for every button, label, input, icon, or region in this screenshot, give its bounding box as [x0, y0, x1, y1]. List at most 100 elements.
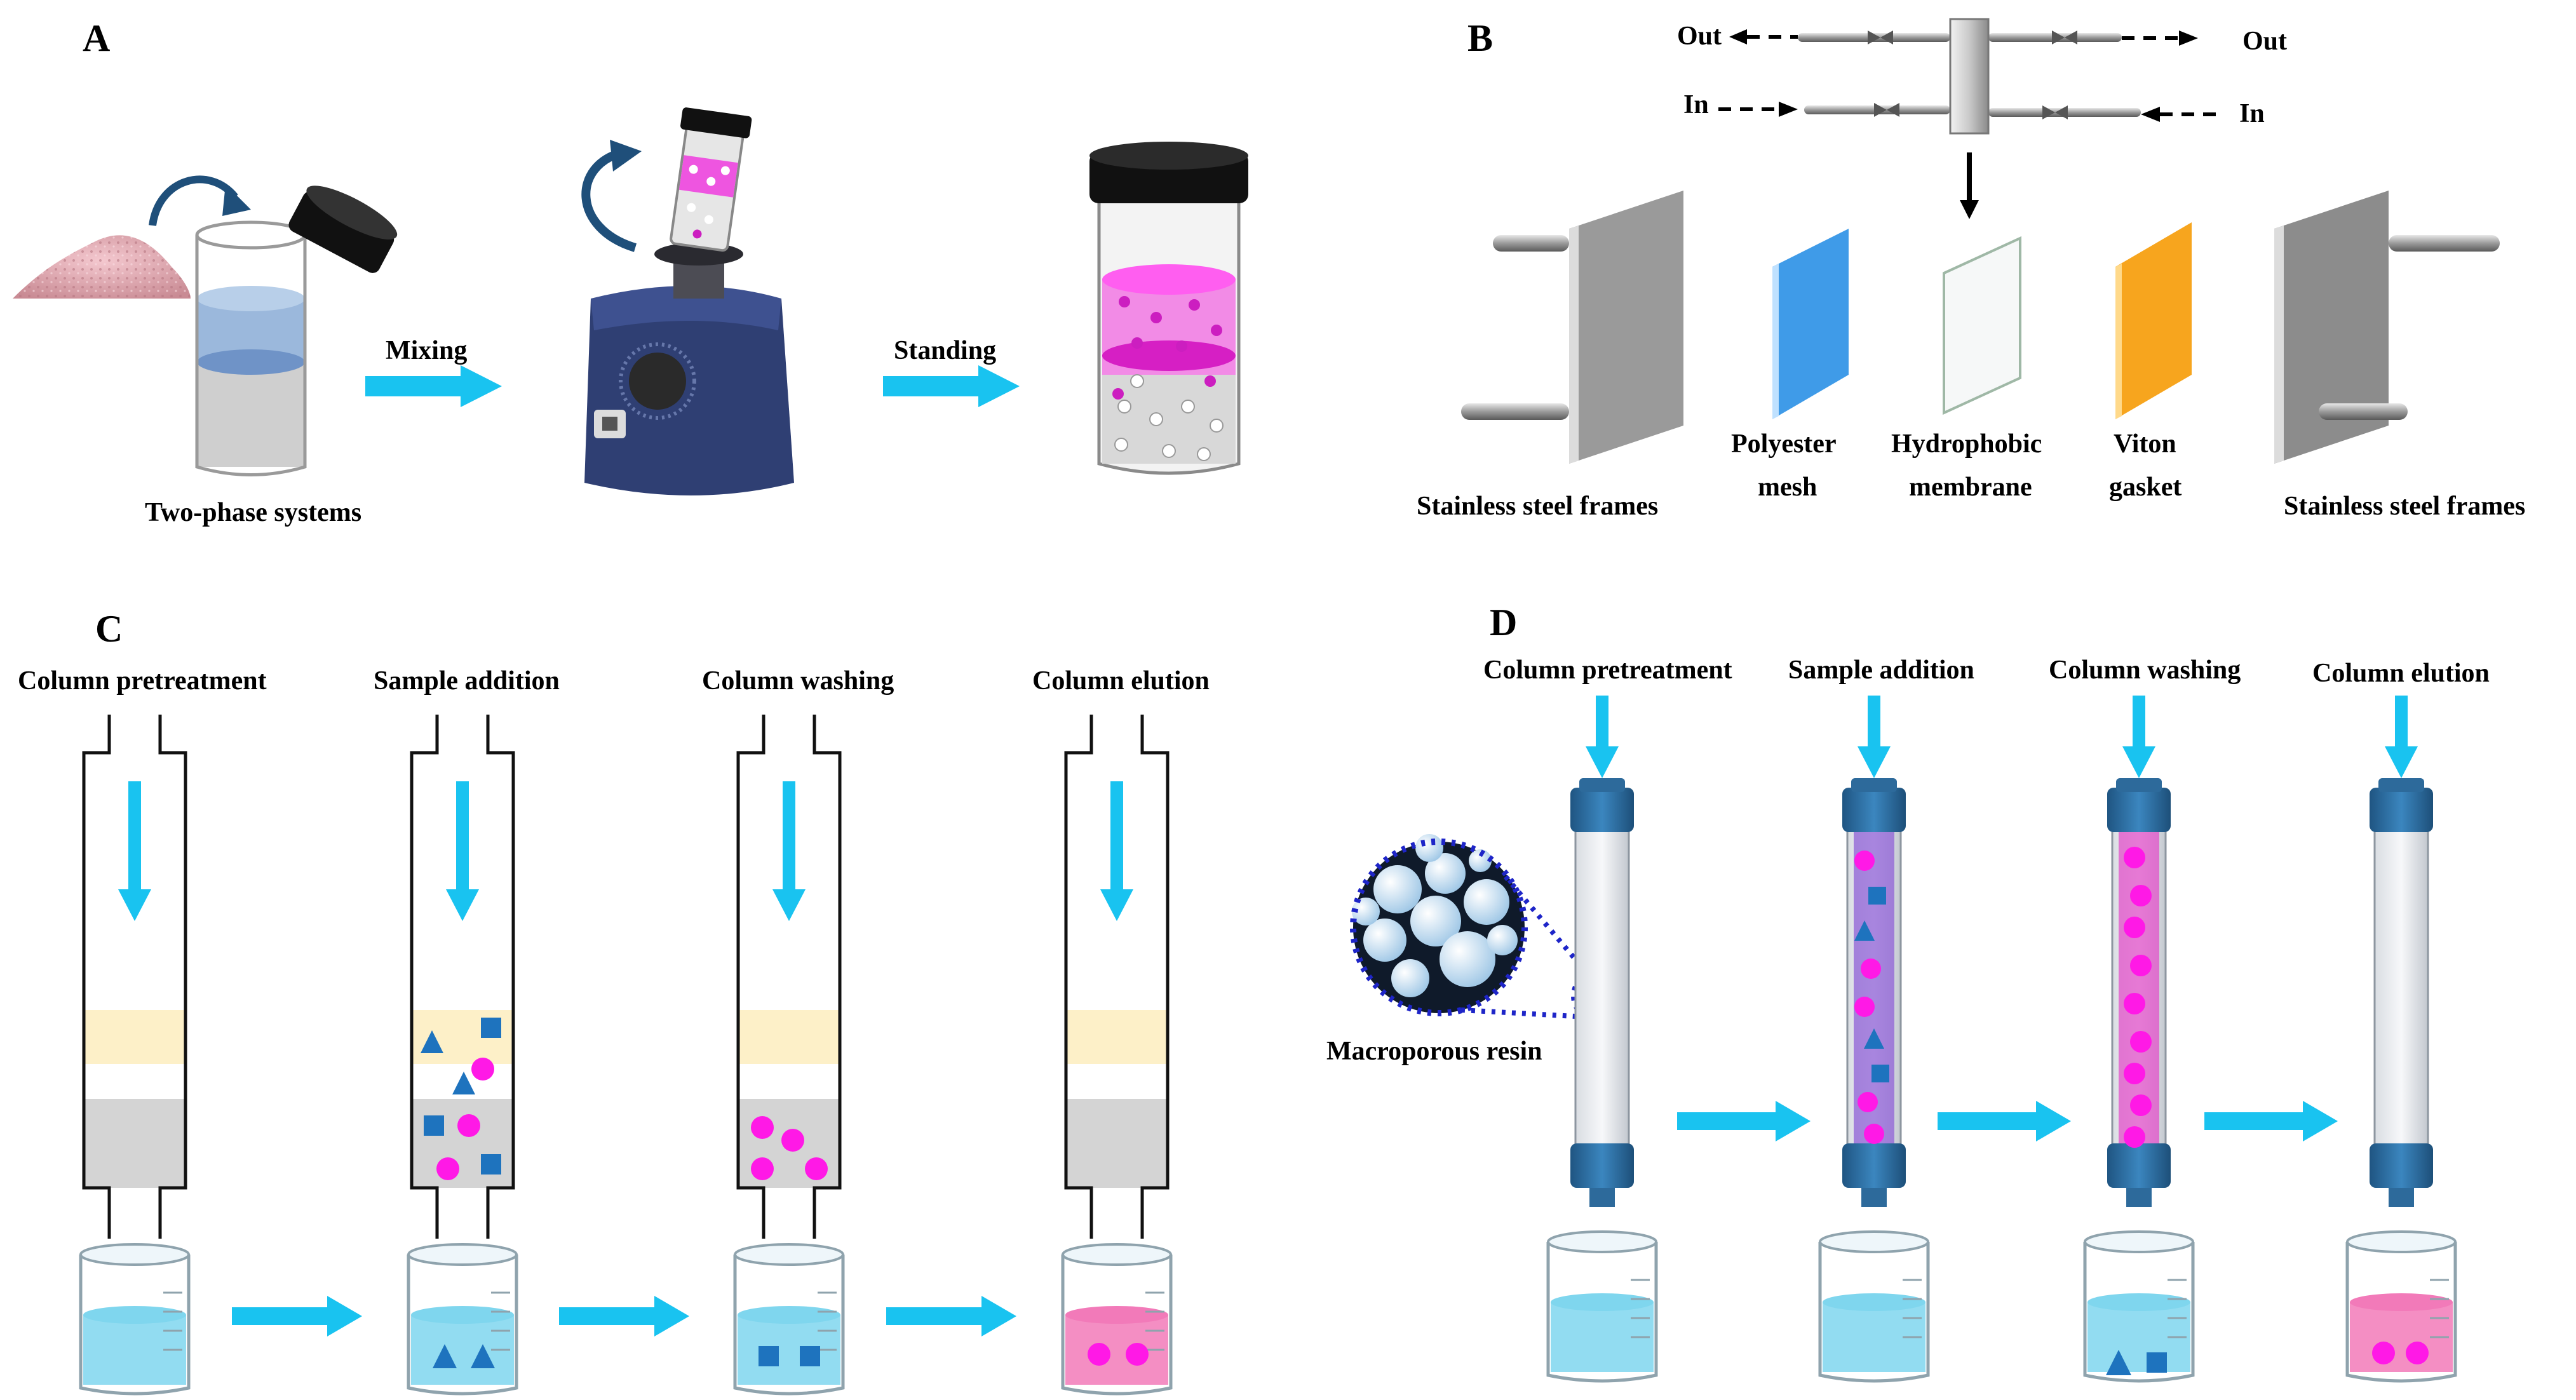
in-left-arrow-icon: [1779, 102, 1798, 117]
collection-beaker-1: [79, 1243, 191, 1396]
feed-arrow-icon: [2122, 696, 2155, 778]
d-collection-beaker-4: [2345, 1230, 2457, 1383]
blue-square: [2147, 1352, 2167, 1373]
d-step-label-pretreatment: Column pretreatment: [1483, 656, 1732, 685]
c-flow-arrows: [232, 1296, 1016, 1336]
c-step-label-washing: Column washing: [702, 666, 894, 696]
collection-beaker-4: [1061, 1243, 1173, 1396]
magenta-dot: [471, 1058, 494, 1080]
blue-triangle: [1854, 920, 1875, 941]
blue-square: [481, 1018, 501, 1038]
magenta-dot: [805, 1157, 828, 1180]
c-step-label-elution: Column elution: [1032, 666, 1210, 696]
magenta-dot: [2130, 955, 2152, 976]
two-phase-beaker: [195, 220, 307, 476]
rotation-arrowhead-icon: [610, 140, 642, 172]
column-3-analytes: [2124, 847, 2152, 1148]
steel-frame-left: [1461, 191, 1683, 464]
flow-down-arrow-icon: [118, 781, 151, 921]
resin-column-1: [1570, 696, 1634, 1207]
label-viton-line2: gasket: [2109, 473, 2182, 502]
label-polyester-line1: Polyester: [1731, 429, 1837, 459]
label-out-left: Out: [1677, 22, 1722, 51]
column-2-analytes: [1854, 851, 1889, 1144]
label-two-phase-systems: Two-phase systems: [145, 498, 361, 527]
magenta-dot: [2124, 1126, 2145, 1148]
label-out-right: Out: [2242, 27, 2287, 56]
down-arrow-icon: [1960, 200, 1979, 219]
viton-gasket: [2115, 222, 2192, 419]
panel-b-letter: B: [1467, 17, 1493, 59]
feed-arrow-icon: [1586, 696, 1619, 778]
d-step-label-washing: Column washing: [2049, 656, 2241, 685]
magenta-dot: [2406, 1342, 2429, 1364]
collection-beaker-2: [407, 1243, 518, 1396]
label-standing: Standing: [894, 336, 996, 365]
panel-d: D Column pretreatment Sample addition Co…: [1326, 602, 2490, 1066]
d-collection-beaker-3: [2083, 1230, 2195, 1383]
d-step-arrow-icon-1: [1677, 1101, 1811, 1141]
hydrophobic-membrane: [1943, 236, 2021, 415]
beaker-3-contents: [759, 1346, 820, 1366]
settled-vial: [1089, 142, 1248, 475]
flow-down-arrow-icon: [772, 781, 806, 921]
label-mixing: Mixing: [386, 336, 467, 365]
beaker-4-contents: [1088, 1343, 1149, 1366]
blue-triangle: [1864, 1028, 1884, 1049]
magenta-dot: [1854, 851, 1875, 871]
collection-beaker-3: [733, 1243, 845, 1396]
panel-b: B Out Out In In: [1417, 17, 2525, 521]
flow-down-arrow-icon: [1100, 781, 1133, 921]
c-step-label-pretreatment: Column pretreatment: [18, 666, 267, 696]
label-steel-frame-right: Stainless steel frames: [2284, 492, 2525, 521]
feed-arrow-icon: [1858, 696, 1891, 778]
magenta-dot: [2130, 1094, 2152, 1116]
step-arrow-icon-2: [559, 1296, 689, 1336]
blue-triangle: [471, 1344, 495, 1368]
panel-c-letter: C: [95, 608, 123, 650]
c-step-label-sample: Sample addition: [374, 666, 560, 696]
spe-cartridge-3: [736, 715, 842, 1239]
blue-square: [1868, 887, 1886, 905]
magenta-dot: [751, 1116, 774, 1139]
step-arrow-icon-1: [232, 1296, 362, 1336]
feed-arrow-icon: [2385, 696, 2418, 778]
standing-arrow-icon: [883, 365, 1020, 407]
d-collection-beaker-2: [1818, 1230, 1930, 1383]
out-left-arrow-icon: [1729, 29, 1747, 44]
magenta-dot: [2124, 847, 2145, 868]
d-step-arrow-icon-3: [2204, 1101, 2338, 1141]
label-steel-frame-left: Stainless steel frames: [1417, 492, 1658, 521]
d-step-label-sample: Sample addition: [1788, 656, 1974, 685]
arrowhead-icon: [222, 184, 251, 216]
d-collection-beaker-1: [1546, 1230, 1658, 1383]
blue-triangle: [433, 1344, 457, 1368]
spe-cartridge-1: [82, 715, 187, 1239]
label-macroporous-resin: Macroporous resin: [1326, 1037, 1542, 1066]
d-beakers: [1546, 1230, 2457, 1383]
magenta-dot: [751, 1157, 774, 1180]
d-step-label-elution: Column elution: [2312, 659, 2490, 688]
resin-column-4: [2370, 696, 2433, 1207]
blue-square: [481, 1154, 501, 1175]
step-arrow-icon-3: [886, 1296, 1016, 1336]
blue-triangle: [452, 1072, 475, 1094]
magenta-dot: [436, 1157, 459, 1180]
c-cartridges: [82, 715, 1170, 1239]
polyester-mesh: [1772, 229, 1849, 419]
resin-magnifier: [1350, 834, 1624, 1023]
blue-square: [424, 1115, 444, 1136]
c-beakers: [79, 1243, 1173, 1396]
steel-frame-right: [2274, 191, 2500, 464]
blue-square: [759, 1346, 779, 1366]
magenta-dot: [781, 1129, 804, 1152]
blue-triangle: [421, 1030, 443, 1053]
out-right-arrow-icon: [2179, 30, 2198, 46]
washing-analytes: [751, 1116, 828, 1180]
magenta-dot: [1864, 1124, 1884, 1144]
magenta-dot: [2124, 917, 2145, 938]
label-in-right: In: [2239, 99, 2265, 128]
black-lid: [288, 185, 398, 273]
spe-cartridge-4: [1064, 715, 1170, 1239]
